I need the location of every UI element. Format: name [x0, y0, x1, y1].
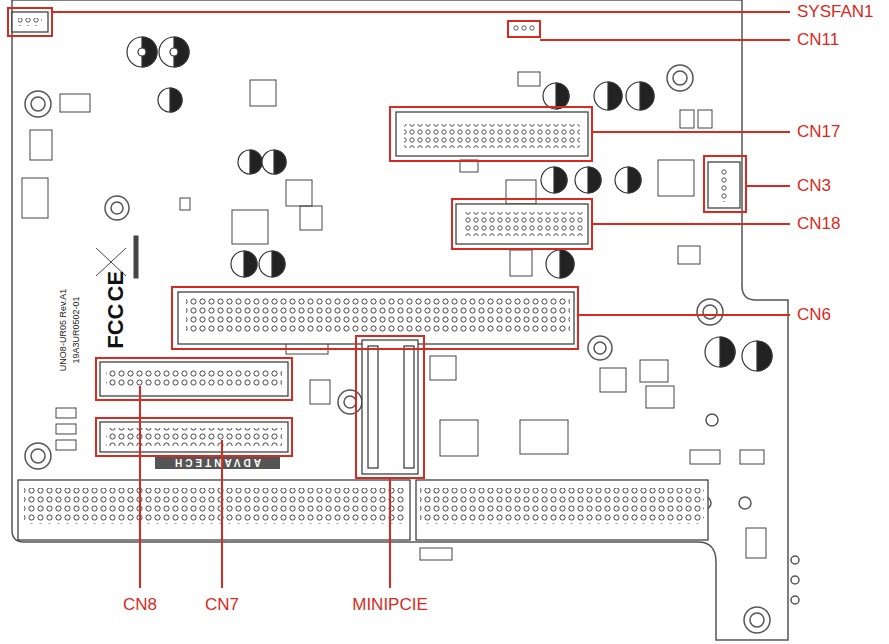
callout-label: CN3 — [797, 177, 831, 196]
board-revision: UNO8-UR05 Rev.A1 — [59, 289, 69, 371]
brand-silkscreen: ADVANTECH — [172, 457, 261, 468]
callout-label: CN18 — [797, 215, 840, 234]
certification-mark: FCC — [104, 303, 128, 348]
callout-label: CN11 — [797, 31, 839, 50]
board-part-number: 19A3UR0502-01 — [72, 296, 82, 363]
callout-label: MINIPCIE — [352, 596, 428, 615]
callout-label: CN6 — [797, 306, 831, 325]
callout-label: CN7 — [205, 596, 239, 615]
certification-mark: CE — [104, 271, 128, 302]
callout-label: CN17 — [797, 123, 840, 142]
callout-label: SYSFAN1 — [797, 3, 874, 22]
callout-label: CN8 — [123, 596, 157, 615]
